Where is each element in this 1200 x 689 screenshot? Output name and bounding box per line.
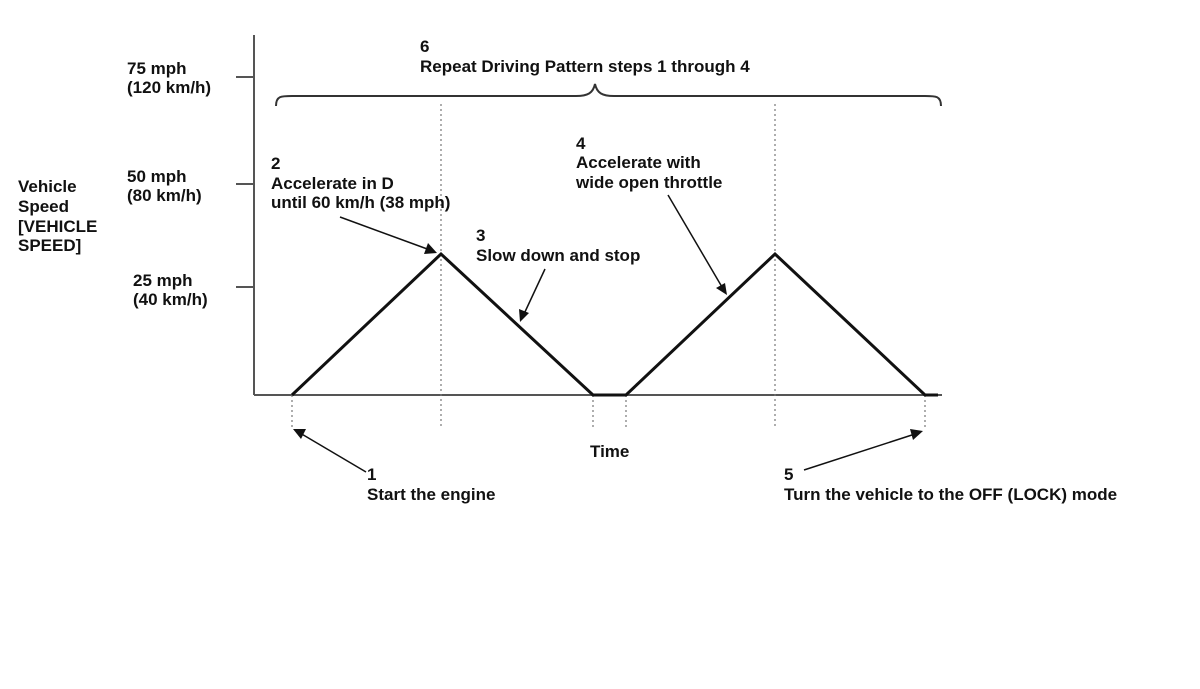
step1-leader-line bbox=[299, 432, 367, 473]
y-axis-title-line1: Vehicle bbox=[18, 177, 77, 196]
y-axis-title-line3: [VEHICLE bbox=[18, 217, 97, 236]
speed-profile-line bbox=[290, 251, 938, 397]
step4-arrowhead bbox=[716, 283, 727, 295]
y-tick-label-25-kmh: (40 km/h) bbox=[133, 290, 208, 309]
step1-text: Start the engine bbox=[367, 485, 495, 504]
y-tick-label-75: 75 mph bbox=[127, 59, 187, 78]
y-tick-label-50-kmh: (80 km/h) bbox=[127, 186, 202, 205]
step1-number: 1 bbox=[367, 465, 376, 484]
step5-text: Turn the vehicle to the OFF (LOCK) mode bbox=[784, 485, 1117, 504]
step2-number: 2 bbox=[271, 154, 280, 173]
y-tick-label-50: 50 mph bbox=[127, 167, 187, 186]
step6-number: 6 bbox=[420, 37, 429, 56]
step1-arrowhead bbox=[293, 429, 306, 439]
step5-arrowhead bbox=[910, 429, 923, 440]
step4-line2: wide open throttle bbox=[575, 173, 722, 192]
y-tick-label-75-kmh: (120 km/h) bbox=[127, 78, 211, 97]
step3-arrowhead bbox=[519, 309, 529, 322]
y-tick-label-25: 25 mph bbox=[133, 271, 193, 290]
step3-number: 3 bbox=[476, 226, 485, 245]
step6-text: Repeat Driving Pattern steps 1 through 4 bbox=[420, 57, 750, 76]
step4-line1: Accelerate with bbox=[576, 153, 701, 172]
step2-arrowhead bbox=[424, 243, 437, 254]
repeat-brace bbox=[275, 83, 942, 107]
x-axis-title: Time bbox=[590, 442, 629, 461]
step2-line1: Accelerate in D bbox=[271, 174, 394, 193]
step5-leader-line bbox=[803, 433, 916, 471]
step2-leader-line bbox=[339, 216, 431, 251]
step4-number: 4 bbox=[576, 134, 586, 153]
step2-line2: until 60 km/h (38 mph) bbox=[271, 193, 450, 212]
step3-text: Slow down and stop bbox=[476, 246, 640, 265]
y-axis-title-line2: Speed bbox=[18, 197, 69, 216]
y-axis-title-line4: SPEED] bbox=[18, 236, 81, 255]
step3-leader-line bbox=[523, 268, 546, 315]
step4-leader-line bbox=[667, 194, 723, 288]
step5-number: 5 bbox=[784, 465, 793, 484]
